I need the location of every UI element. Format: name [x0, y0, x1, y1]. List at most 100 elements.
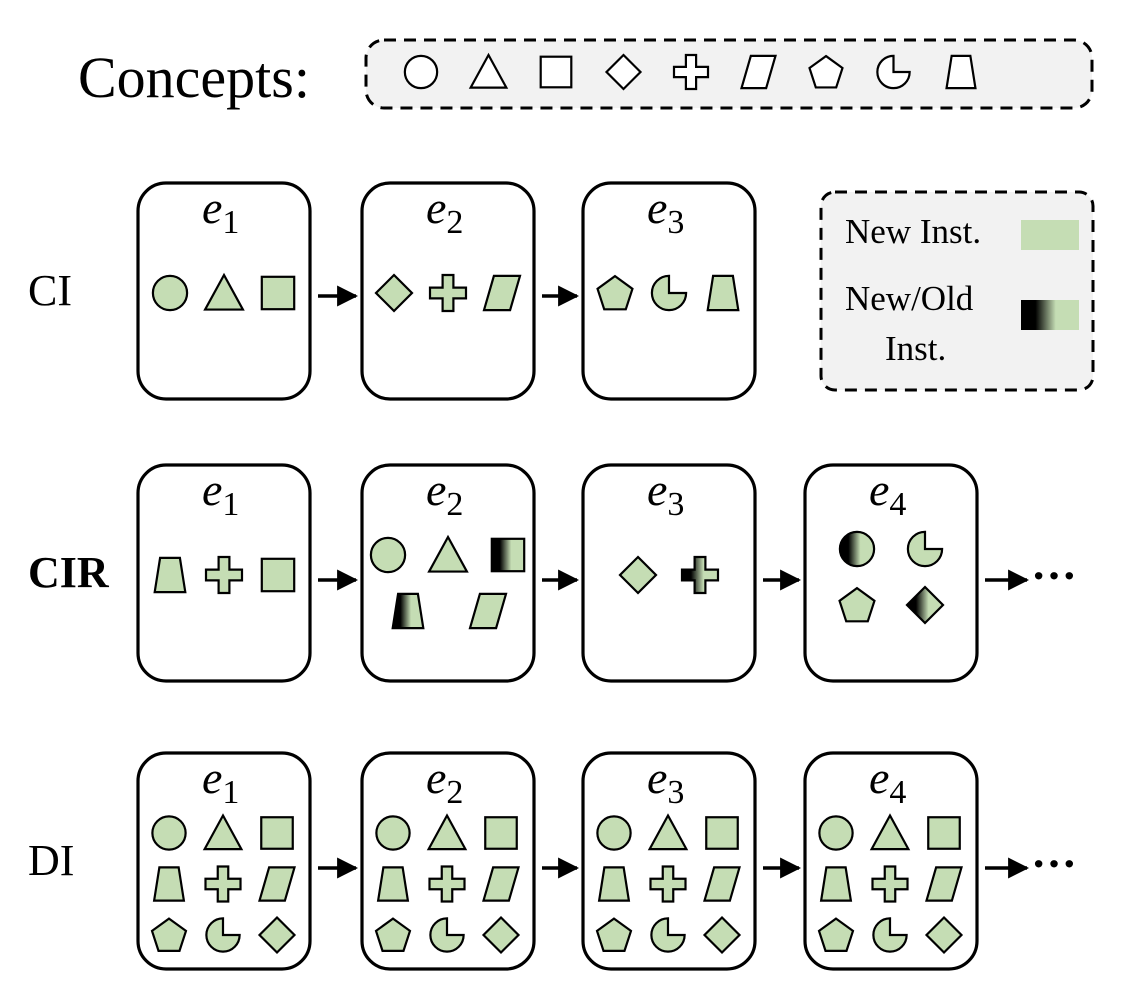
episode-subscript: 4	[889, 774, 906, 811]
legend-mixed-label-line1: New/Old	[845, 279, 974, 318]
diamond-icon	[924, 915, 964, 955]
row-ci: CI e1 e2 e3	[28, 181, 757, 401]
pentagon-icon	[838, 586, 876, 623]
legend-new-label: New Inst.	[845, 212, 981, 251]
pacman-icon	[205, 917, 241, 953]
concept-diamond-icon	[604, 53, 643, 91]
cross-icon	[204, 865, 242, 903]
cross-icon	[428, 273, 468, 313]
episode-name: e	[202, 464, 222, 515]
episode-frame	[360, 751, 536, 971]
square-icon	[927, 816, 961, 850]
square-icon	[484, 816, 518, 850]
episode-subscript: 2	[446, 486, 463, 523]
pacman-icon	[429, 917, 465, 953]
episode-label: e3	[647, 752, 684, 811]
episode-frame	[581, 463, 757, 683]
square-icon	[490, 537, 526, 573]
circle-icon	[596, 815, 632, 851]
episode-box: e4	[803, 751, 979, 971]
episode-subscript: 4	[889, 486, 906, 523]
triangle-icon	[647, 813, 689, 851]
episode-frame	[803, 751, 979, 971]
episode-label: e3	[647, 182, 684, 241]
concept-trapezoid-icon	[945, 54, 977, 90]
episode-label: e2	[426, 182, 463, 241]
pentagon-icon	[150, 917, 188, 952]
trapezoid-icon	[391, 592, 425, 630]
episode-subscript: 2	[446, 204, 463, 241]
trapezoid-icon	[152, 866, 186, 902]
cross-icon	[204, 555, 244, 595]
trapezoid-icon	[376, 866, 410, 902]
episode-frame	[136, 751, 312, 971]
episode-box: e2	[360, 181, 536, 401]
concept-pentagon-icon	[808, 54, 844, 89]
episode-box: e1	[136, 463, 312, 683]
episode-label: e2	[426, 752, 463, 811]
legend: New Inst. New/Old Inst.	[819, 190, 1095, 392]
episode-label: e1	[202, 182, 239, 241]
pentagon-icon	[596, 274, 634, 311]
parallelogram-icon	[468, 592, 508, 630]
episode-label: e3	[647, 464, 684, 523]
episode-name: e	[426, 752, 446, 803]
episode-subscript: 1	[222, 486, 239, 523]
episode-box: e3	[581, 181, 757, 401]
square-icon	[705, 816, 739, 850]
episode-name: e	[647, 752, 667, 803]
triangle-icon	[202, 813, 244, 851]
concepts-panel	[364, 38, 1094, 110]
pacman-icon	[650, 917, 686, 953]
concept-circle-icon	[403, 54, 439, 90]
episode-subscript: 3	[667, 486, 684, 523]
pacman-icon	[650, 274, 688, 312]
ellipsis: ···	[1031, 838, 1077, 889]
episode-name: e	[869, 752, 889, 803]
circle-icon	[375, 815, 411, 851]
pacman-icon	[872, 917, 908, 953]
legend-mixed-label-line2: Inst.	[885, 329, 946, 368]
triangle-icon	[203, 272, 245, 311]
concept-pacman-icon	[876, 54, 911, 90]
parallelogram-icon	[703, 866, 741, 902]
diamond-icon	[618, 555, 658, 595]
episode-box: e1	[136, 751, 312, 971]
cross-icon	[428, 865, 466, 903]
episode-subscript: 1	[222, 204, 239, 241]
episode-label: e4	[869, 464, 906, 523]
circle-icon	[151, 274, 189, 312]
circle-icon	[838, 530, 876, 568]
concept-square-icon	[539, 55, 573, 89]
episode-box: e3	[581, 751, 757, 971]
episode-subscript: 2	[446, 774, 463, 811]
legend-mixed-swatch	[1021, 300, 1079, 330]
trapezoid-icon	[706, 274, 740, 312]
episode-box: e1	[136, 181, 312, 401]
pacman-icon	[906, 530, 944, 568]
parallelogram-icon	[482, 274, 522, 312]
pentagon-icon	[374, 917, 412, 952]
pentagon-icon	[595, 917, 633, 952]
row-label: CI	[28, 266, 72, 315]
episode-subscript: 3	[667, 204, 684, 241]
diamond-icon	[257, 915, 297, 955]
circle-icon	[818, 815, 854, 851]
episode-label: e1	[202, 464, 239, 523]
trapezoid-icon	[597, 866, 631, 902]
legend-new-swatch	[1021, 220, 1079, 250]
episode-box: e3	[581, 463, 757, 683]
concept-parallelogram-icon	[740, 54, 777, 90]
parallelogram-icon	[925, 866, 963, 902]
pentagon-icon	[817, 917, 855, 952]
square-icon	[260, 557, 296, 593]
diamond-icon	[374, 273, 414, 313]
episode-name: e	[202, 752, 222, 803]
episode-label: e2	[426, 464, 463, 523]
concepts-label: Concepts:	[78, 45, 310, 110]
episode-name: e	[869, 464, 889, 515]
circle-icon	[369, 536, 407, 574]
episode-name: e	[647, 464, 667, 515]
